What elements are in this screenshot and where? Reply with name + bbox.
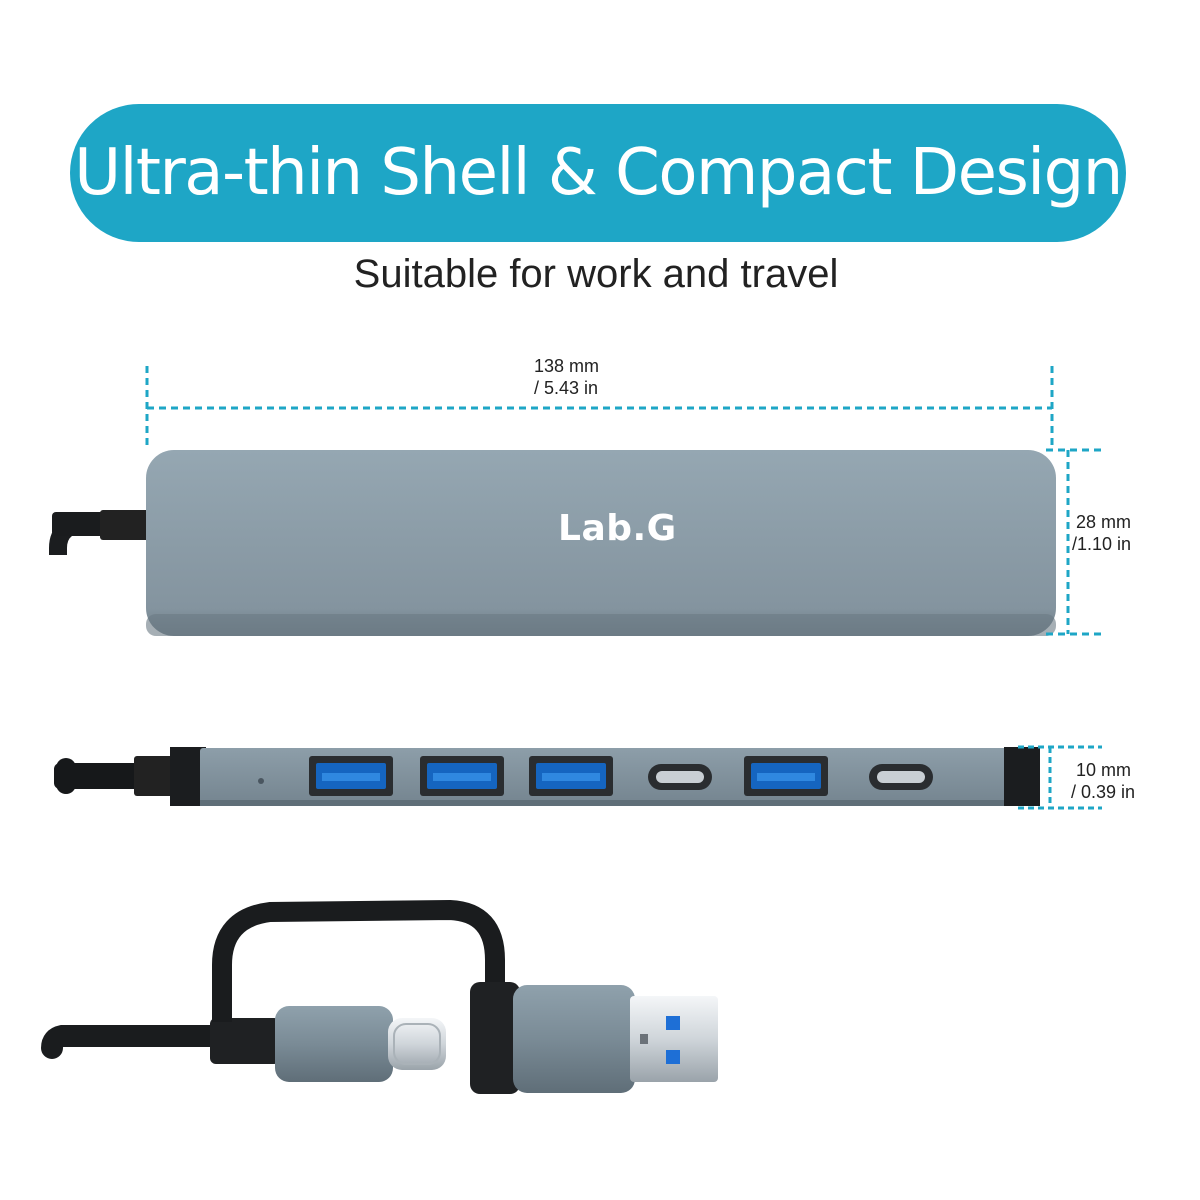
page-title: Ultra-thin Shell & Compact Design bbox=[74, 136, 1123, 210]
width-mm: 28 mm bbox=[1076, 512, 1132, 532]
thickness-label: 10 mm / 0.39 in bbox=[1071, 759, 1135, 803]
usb-c-plug bbox=[275, 1006, 446, 1082]
thickness-mm: 10 mm bbox=[1076, 760, 1132, 780]
brand-logo: Lab.G bbox=[558, 508, 677, 549]
usb-a-port-2 bbox=[420, 756, 504, 796]
usb-a-plug bbox=[470, 982, 718, 1094]
usb-c-port-2 bbox=[869, 764, 933, 790]
length-in: / 5.43 in bbox=[534, 378, 599, 398]
thickness-in: / 0.39 in bbox=[1071, 782, 1136, 802]
thickness-dimension-lines bbox=[1018, 745, 1102, 810]
usb-a-port-4 bbox=[744, 756, 828, 796]
length-mm: 138 mm bbox=[534, 356, 600, 376]
hub-top-view bbox=[49, 450, 1056, 636]
width-label: 28 mm /1.10 in bbox=[1072, 511, 1131, 555]
usb-c-port-1 bbox=[648, 764, 712, 790]
subtitle: Suitable for work and travel bbox=[353, 252, 839, 296]
usb-a-port-3 bbox=[529, 756, 613, 796]
title-banner: Ultra-thin Shell & Compact Design bbox=[70, 104, 1126, 242]
dual-connector-cable bbox=[41, 899, 718, 1094]
width-in: /1.10 in bbox=[1072, 534, 1132, 554]
length-label: 138 mm / 5.43 in bbox=[534, 355, 599, 399]
length-dimension-lines bbox=[145, 366, 1054, 450]
width-dimension-lines bbox=[1046, 448, 1106, 636]
usb-a-port-1 bbox=[309, 756, 393, 796]
